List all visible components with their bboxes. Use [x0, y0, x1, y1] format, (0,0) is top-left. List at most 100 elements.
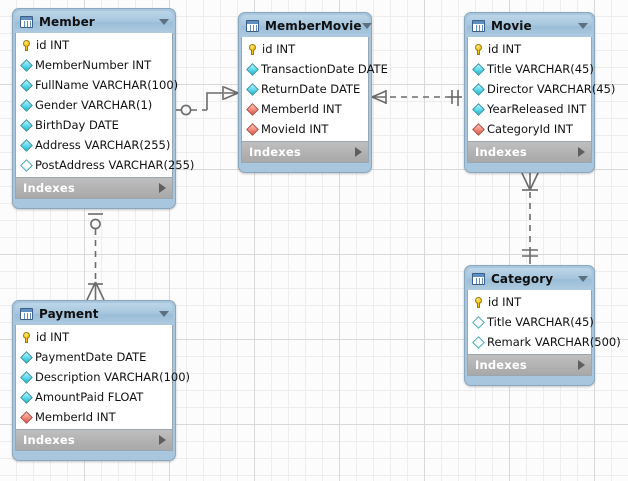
- relationship-movie-to-category[interactable]: [518, 168, 544, 266]
- nullable-column-icon: [472, 335, 485, 349]
- column-row[interactable]: Title VARCHAR(45): [468, 312, 594, 332]
- column-row[interactable]: TransactionDate DATE: [242, 59, 388, 79]
- primary-key-icon: [249, 43, 257, 55]
- indexes-section[interactable]: Indexes: [467, 141, 592, 163]
- column-label: ReturnDate DATE: [261, 82, 361, 96]
- column-row[interactable]: ReturnDate DATE: [242, 79, 368, 99]
- column-row[interactable]: id INT: [242, 39, 368, 59]
- column-label: id INT: [36, 330, 70, 344]
- column-row[interactable]: Gender VARCHAR(1): [16, 95, 172, 115]
- primary-key-icon: [23, 39, 31, 51]
- expand-right-icon[interactable]: [159, 183, 166, 193]
- column-row[interactable]: Address VARCHAR(255): [16, 135, 172, 155]
- chevron-down-icon[interactable]: [578, 276, 588, 282]
- column-row[interactable]: MemberNumber INT: [16, 55, 172, 75]
- column-row[interactable]: MemberId INT: [242, 99, 368, 119]
- column-row[interactable]: id INT: [16, 35, 172, 55]
- table-icon: [472, 20, 485, 32]
- column-row[interactable]: AmountPaid FLOAT: [16, 387, 172, 407]
- column-label: Gender VARCHAR(1): [35, 98, 153, 112]
- table-title: MemberMovie: [265, 19, 362, 33]
- column-row[interactable]: id INT: [16, 327, 172, 347]
- column-label: BirthDay DATE: [35, 118, 119, 132]
- indexes-label: Indexes: [475, 358, 527, 372]
- table-movie[interactable]: Movie id INT Title VARCHAR(45) Director VAR…: [464, 12, 615, 173]
- column-label: Title VARCHAR(45): [487, 62, 594, 76]
- expand-right-icon[interactable]: [578, 147, 585, 157]
- table-member[interactable]: Member id INT MemberNumber INT FullName VAR…: [12, 8, 194, 209]
- column-icon: [20, 138, 33, 152]
- table-title: Category: [491, 272, 554, 286]
- indexes-section[interactable]: Indexes: [15, 429, 173, 451]
- column-label: MovieId INT: [261, 122, 329, 136]
- table-header-movie[interactable]: Movie: [467, 15, 592, 37]
- column-label: MemberNumber INT: [35, 58, 152, 72]
- column-label: id INT: [262, 42, 296, 56]
- chevron-down-icon[interactable]: [361, 23, 372, 29]
- column-icon: [472, 82, 485, 96]
- column-label: CategoryId INT: [487, 122, 573, 136]
- column-icon: [20, 370, 33, 384]
- expand-right-icon[interactable]: [355, 147, 362, 157]
- column-row[interactable]: Title VARCHAR(45): [468, 59, 594, 79]
- column-label: PostAddress VARCHAR(255): [35, 158, 195, 172]
- table-columns: id INT Title VARCHAR(45) Director VARCHAR(…: [467, 37, 615, 141]
- column-label: Description VARCHAR(100): [35, 370, 191, 384]
- table-columns: id INT MemberNumber INT FullName VARCHAR(1…: [15, 33, 194, 177]
- column-label: id INT: [488, 42, 522, 56]
- table-title: Payment: [39, 307, 99, 321]
- column-label: TransactionDate DATE: [261, 62, 388, 76]
- column-label: Remark VARCHAR(500): [487, 335, 621, 349]
- column-row[interactable]: Director VARCHAR(45): [468, 79, 615, 99]
- column-label: Address VARCHAR(255): [35, 138, 171, 152]
- chevron-down-icon[interactable]: [578, 23, 588, 29]
- column-label: YearReleased INT: [487, 102, 587, 116]
- column-icon: [20, 58, 33, 72]
- foreign-key-icon: [246, 102, 259, 116]
- indexes-label: Indexes: [23, 181, 75, 195]
- relationship-member-to-payment[interactable]: [82, 213, 108, 302]
- table-header-member[interactable]: Member: [15, 11, 173, 33]
- column-label: PaymentDate DATE: [35, 350, 147, 364]
- column-row[interactable]: Description VARCHAR(100): [16, 367, 190, 387]
- indexes-section[interactable]: Indexes: [467, 354, 592, 376]
- column-icon: [246, 62, 259, 76]
- column-label: FullName VARCHAR(100): [35, 78, 179, 92]
- column-row[interactable]: MovieId INT: [242, 119, 368, 139]
- column-label: id INT: [488, 295, 522, 309]
- table-membermovie[interactable]: MemberMovie id INT TransactionDate DATE Ret…: [238, 12, 388, 173]
- column-row[interactable]: BirthDay DATE: [16, 115, 172, 135]
- foreign-key-icon: [472, 122, 485, 136]
- relationship-member-to-membermovie[interactable]: [176, 84, 240, 116]
- indexes-section[interactable]: Indexes: [15, 177, 173, 199]
- column-row[interactable]: id INT: [468, 39, 591, 59]
- column-icon: [20, 98, 33, 112]
- column-row[interactable]: MemberId INT: [16, 407, 172, 427]
- column-row[interactable]: Remark VARCHAR(500): [468, 332, 621, 352]
- table-header-payment[interactable]: Payment: [15, 303, 173, 325]
- primary-key-icon: [475, 296, 483, 308]
- column-row[interactable]: id INT: [468, 292, 591, 312]
- expand-right-icon[interactable]: [159, 435, 166, 445]
- column-row[interactable]: YearReleased INT: [468, 99, 591, 119]
- column-icon: [20, 78, 33, 92]
- column-row[interactable]: PostAddress VARCHAR(255): [16, 155, 194, 175]
- column-row[interactable]: CategoryId INT: [468, 119, 591, 139]
- table-header-membermovie[interactable]: MemberMovie: [241, 15, 372, 37]
- table-title: Member: [39, 15, 95, 29]
- table-icon: [20, 308, 33, 320]
- column-label: MemberId INT: [261, 102, 342, 116]
- table-header-category[interactable]: Category: [467, 268, 592, 290]
- relationship-membermovie-to-movie[interactable]: [371, 88, 464, 108]
- table-payment[interactable]: Payment id INT PaymentDate DATE Description…: [12, 300, 190, 461]
- column-row[interactable]: FullName VARCHAR(100): [16, 75, 178, 95]
- expand-right-icon[interactable]: [578, 360, 585, 370]
- indexes-label: Indexes: [23, 433, 75, 447]
- indexes-section[interactable]: Indexes: [241, 141, 369, 163]
- chevron-down-icon[interactable]: [159, 19, 169, 25]
- table-category[interactable]: Category id INT Title VARCHAR(45) Remark VA…: [464, 265, 621, 386]
- column-row[interactable]: PaymentDate DATE: [16, 347, 172, 367]
- chevron-down-icon[interactable]: [159, 311, 169, 317]
- table-title: Movie: [491, 19, 532, 33]
